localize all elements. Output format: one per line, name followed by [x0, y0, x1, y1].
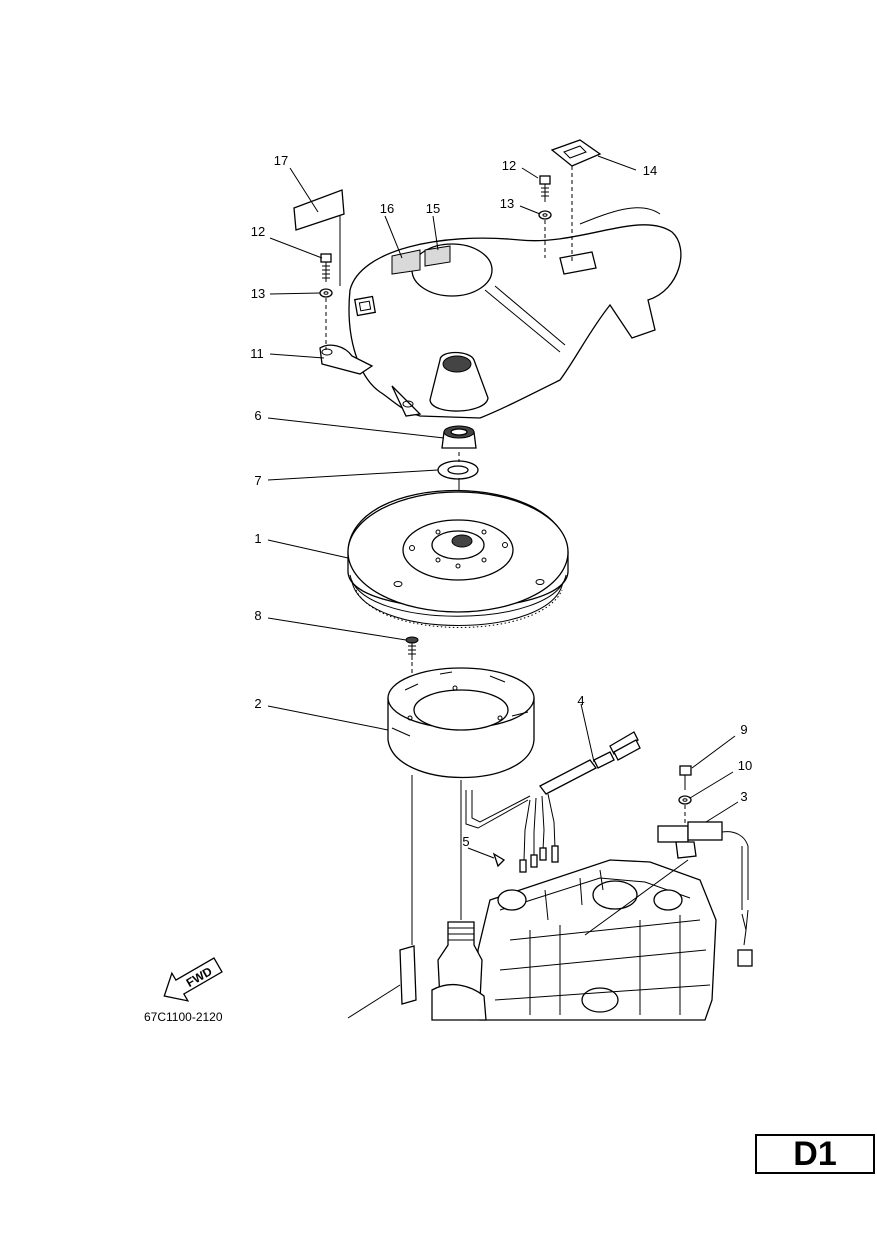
- figure-code: 67C1100-2120: [144, 1010, 223, 1024]
- callout-16: 15: [426, 201, 440, 216]
- callout-17: 16: [380, 201, 394, 216]
- callout-13-right: 13: [500, 196, 514, 211]
- callout-10: 10: [738, 758, 752, 773]
- callout-1: 1: [254, 531, 261, 546]
- callout-15: 17: [274, 153, 288, 168]
- bolt-9: [679, 765, 692, 790]
- part-14-plate: [550, 139, 602, 262]
- harness-4: [519, 731, 641, 873]
- callout-2: 2: [254, 696, 261, 711]
- callout-11: 11: [250, 346, 264, 361]
- callout-4: 4: [577, 693, 584, 708]
- page-id-label: D1: [793, 1135, 837, 1173]
- washer-13-left: [319, 288, 333, 298]
- callout-13-left: 13: [251, 286, 265, 301]
- callout-12-right: 12: [502, 158, 516, 173]
- washer-7: [437, 460, 479, 480]
- flywheel-1: [347, 489, 569, 628]
- pin-5: [492, 852, 506, 868]
- bolt-12-left: [320, 253, 332, 282]
- callout-14: 14: [643, 163, 657, 178]
- washer-13-right: [538, 210, 552, 220]
- engine-block: [477, 859, 717, 1021]
- callout-8: 8: [254, 608, 261, 623]
- callout-9: 9: [740, 722, 747, 737]
- fwd-arrow-icon: FWD: [163, 957, 223, 1002]
- crankshaft: [347, 921, 487, 1021]
- callout-labels: 17 16 15 12 13 11 12 13 14 6 7 1 8 2 4 9…: [250, 153, 752, 849]
- page-id-box: D1: [755, 1134, 875, 1174]
- washer-10: [678, 795, 692, 805]
- callout-6: 6: [254, 408, 261, 423]
- part-15-decal: [293, 189, 345, 231]
- stator-2: [387, 667, 535, 779]
- callout-7: 7: [254, 473, 261, 488]
- callout-3: 3: [740, 789, 747, 804]
- leader-lines: [267, 155, 739, 936]
- callout-12-left: 12: [251, 224, 265, 239]
- callout-5: 5: [462, 834, 469, 849]
- bolt-12-right: [539, 175, 551, 202]
- nut-6: [441, 425, 477, 449]
- flywheel-cover: [319, 207, 682, 419]
- sensor-3: [657, 821, 753, 967]
- screw-8: [405, 636, 419, 660]
